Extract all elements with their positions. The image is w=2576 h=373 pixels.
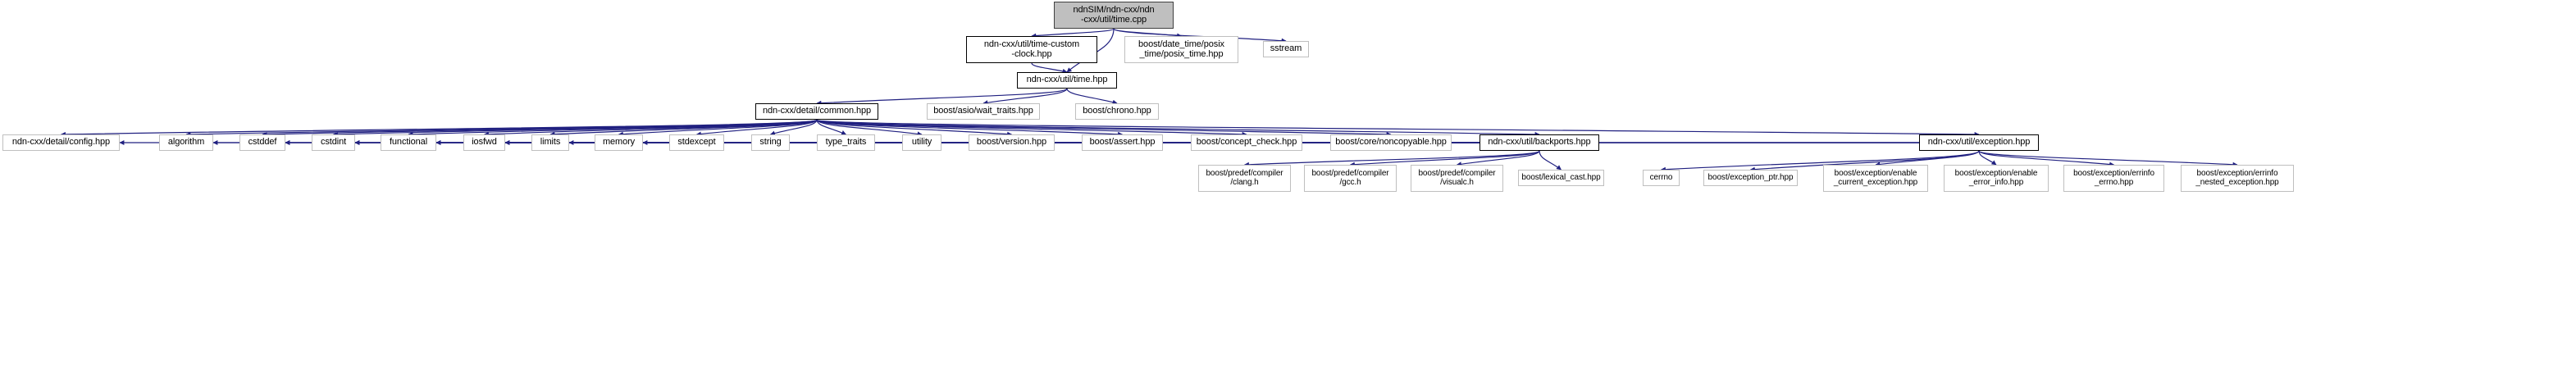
graph-node-stdexcept[interactable]: stdexcept	[669, 134, 724, 151]
graph-node-typetraits[interactable]: type_traits	[817, 134, 875, 151]
graph-edge-exception-to-errinfoerrno	[1978, 150, 2115, 167]
graph-node-iosfwd[interactable]: iosfwd	[463, 134, 505, 151]
graph-node-customclock[interactable]: ndn-cxx/util/time-custom -clock.hpp	[966, 36, 1097, 63]
graph-node-memory[interactable]: memory	[595, 134, 643, 151]
graph-node-common[interactable]: ndn-cxx/detail/common.hpp	[755, 103, 878, 120]
graph-node-errinfonested[interactable]: boost/exception/errinfo _nested_exceptio…	[2181, 165, 2294, 192]
graph-edge-backports-to-visualch	[1456, 150, 1540, 167]
graph-node-root[interactable]: ndnSIM/ndn-cxx/ndn -cxx/util/time.cpp	[1054, 2, 1174, 29]
graph-edge-exception-to-enableerror	[1978, 150, 1997, 166]
graph-edge-common-to-utility	[816, 119, 923, 137]
graph-edge-common-to-backports	[816, 119, 1540, 137]
graph-node-visualch[interactable]: boost/predef/compiler /visualc.h	[1411, 165, 1503, 192]
graph-node-limits[interactable]: limits	[531, 134, 569, 151]
graph-node-config[interactable]: ndn-cxx/detail/config.hpp	[2, 134, 120, 151]
graph-node-waittraits[interactable]: boost/asio/wait_traits.hpp	[927, 103, 1040, 120]
graph-edge-common-to-version	[816, 119, 1013, 137]
graph-edge-root-to-customclock	[1031, 28, 1115, 39]
graph-edge-exception-to-cerrno	[1660, 150, 1980, 172]
graph-node-cerrno[interactable]: cerrno	[1643, 170, 1680, 186]
graph-node-algorithm[interactable]: algorithm	[159, 134, 213, 151]
graph-node-enableerror[interactable]: boost/exception/enable _error_info.hpp	[1944, 165, 2049, 192]
graph-node-cstdint[interactable]: cstdint	[312, 134, 355, 151]
graph-node-sstream[interactable]: sstream	[1263, 41, 1309, 57]
graph-edge-common-to-string	[769, 119, 818, 136]
graph-edge-exception-to-errinfonested	[1978, 150, 2238, 167]
graph-node-lexicalcast[interactable]: boost/lexical_cast.hpp	[1518, 170, 1604, 186]
graph-edge-common-to-memory	[618, 119, 818, 137]
graph-node-gcch[interactable]: boost/predef/compiler /gcc.h	[1304, 165, 1397, 192]
graph-edge-common-to-assert	[816, 119, 1124, 137]
graph-node-functional[interactable]: functional	[381, 134, 436, 151]
graph-node-utility[interactable]: utility	[902, 134, 941, 151]
graph-edge-timehpp-to-waittraits	[983, 88, 1068, 106]
graph-node-backports[interactable]: ndn-cxx/util/backports.hpp	[1479, 134, 1599, 151]
graph-node-enablecurrent[interactable]: boost/exception/enable _current_exceptio…	[1823, 165, 1928, 192]
graph-node-errinfoerrno[interactable]: boost/exception/errinfo _errno.hpp	[2063, 165, 2164, 192]
graph-node-cstddef[interactable]: cstddef	[239, 134, 285, 151]
graph-edge-common-to-exception	[816, 119, 1980, 137]
graph-edge-common-to-stdexcept	[695, 119, 818, 137]
graph-node-chrono[interactable]: boost/chrono.hpp	[1075, 103, 1159, 120]
graph-node-version[interactable]: boost/version.hpp	[969, 134, 1055, 151]
graph-edge-backports-to-gcch	[1349, 150, 1540, 167]
graph-edge-timehpp-to-common	[816, 88, 1068, 106]
graph-node-assert[interactable]: boost/assert.hpp	[1082, 134, 1163, 151]
graph-node-exceptionptr[interactable]: boost/exception_ptr.hpp	[1703, 170, 1798, 186]
graph-node-timehpp[interactable]: ndn-cxx/util/time.hpp	[1017, 72, 1117, 89]
graph-edge-root-to-timehpp	[1066, 28, 1115, 73]
graph-edge-customclock-to-timehpp	[1031, 62, 1068, 74]
graph-edge-backports-to-lexicalcast	[1539, 150, 1562, 171]
graph-edge-backports-to-clangh	[1243, 150, 1540, 167]
graph-node-conceptcheck[interactable]: boost/concept_check.hpp	[1191, 134, 1302, 151]
graph-node-posixtime[interactable]: boost/date_time/posix _time/posix_time.h…	[1124, 36, 1238, 63]
graph-node-clangh[interactable]: boost/predef/compiler /clang.h	[1198, 165, 1291, 192]
graph-edge-common-to-conceptcheck	[816, 119, 1247, 137]
graph-node-string[interactable]: string	[751, 134, 790, 151]
graph-edge-exception-to-enablecurrent	[1875, 150, 1980, 167]
graph-node-exception[interactable]: ndn-cxx/util/exception.hpp	[1919, 134, 2039, 151]
graph-edge-root-to-sstream	[1113, 28, 1287, 43]
graph-edge-timehpp-to-chrono	[1066, 88, 1118, 105]
graph-node-noncopyable[interactable]: boost/core/noncopyable.hpp	[1330, 134, 1452, 151]
